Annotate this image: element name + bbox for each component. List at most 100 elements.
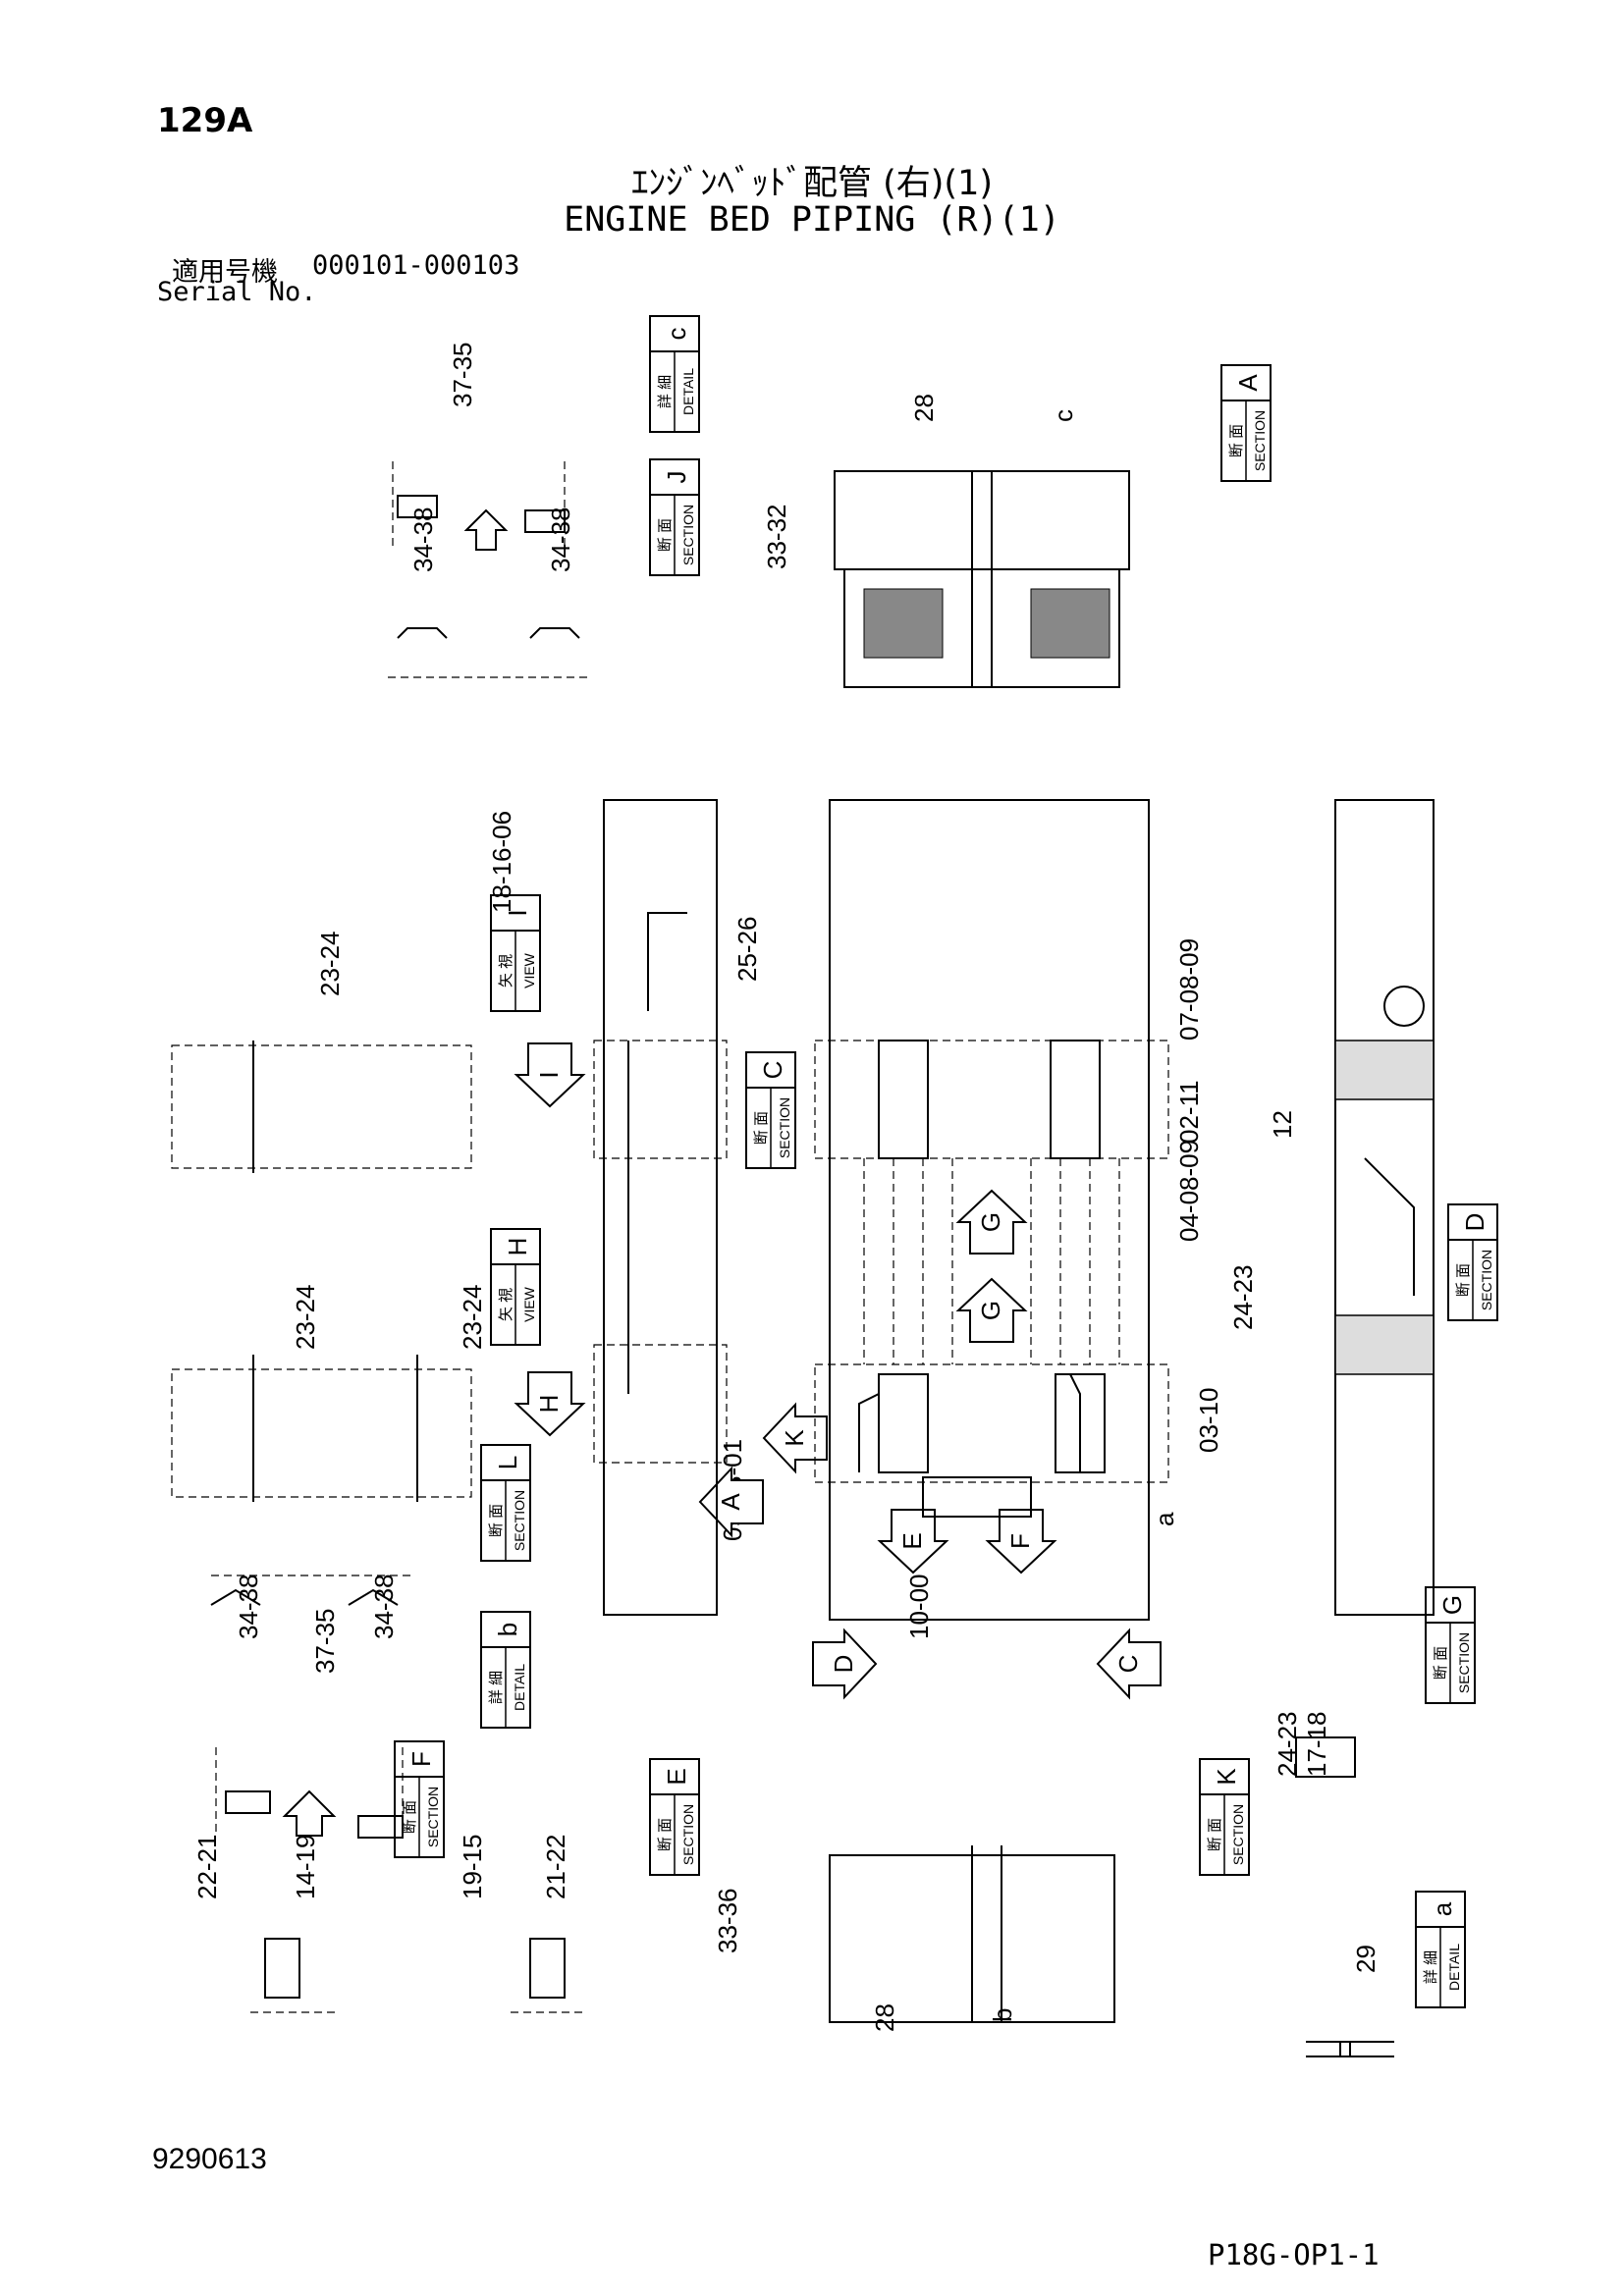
callout-number: 19-15	[458, 1835, 487, 1900]
view-label-jp: 断 面	[1455, 1263, 1472, 1297]
view-label-en: SECTION	[777, 1097, 792, 1158]
view-label-jp: 断 面	[402, 1800, 418, 1834]
callout-number: 28	[870, 2003, 899, 2032]
view-label-en: VIEW	[521, 1286, 537, 1322]
direction-arrow-a: A	[698, 1466, 764, 1538]
direction-arrow-f: F	[985, 1509, 1057, 1575]
view-label-letter: K	[1212, 1768, 1241, 1786]
view-label-en: DETAIL	[1446, 1944, 1462, 1991]
view-label-en: SECTION	[1230, 1804, 1246, 1865]
callout-number: 07-08-09	[1174, 938, 1204, 1041]
direction-arrow-d: D	[812, 1628, 878, 1700]
view-label-en: VIEW	[521, 952, 537, 988]
callout-number: 24-23	[1272, 1712, 1302, 1778]
view-label-letter: D	[1460, 1213, 1489, 1232]
view-label-letter: J	[662, 471, 691, 484]
callout-number: c	[1049, 409, 1078, 422]
callout-number: 34-38	[234, 1575, 263, 1640]
callout-number: 17-18	[1302, 1712, 1331, 1778]
callout-number: 10-00	[904, 1575, 934, 1640]
arrow-letter: E	[897, 1532, 927, 1549]
arrow-letter: G	[976, 1301, 1005, 1320]
view-label-view-H: 矢 視 VIEW H	[490, 1228, 541, 1346]
view-label-section-D: 断 面 SECTION D	[1447, 1203, 1498, 1321]
callout-number: 02-11	[1174, 1080, 1204, 1144]
view-label-letter: a	[1428, 1901, 1457, 1916]
callout-number: 37-35	[310, 1609, 340, 1675]
view-label-letter: G	[1437, 1595, 1467, 1615]
view-label-detail-a: 詳 細 DETAIL a	[1415, 1891, 1466, 2008]
direction-arrow-g: G	[955, 1277, 1028, 1343]
view-label-en: SECTION	[680, 505, 696, 565]
view-label-section-K: 断 面 SECTION K	[1199, 1758, 1250, 1876]
view-label-section-A: 断 面 SECTION A	[1220, 364, 1272, 482]
callout-number: 28	[909, 394, 939, 422]
page-number: 129A	[157, 101, 253, 140]
callout-number: 21-22	[541, 1835, 570, 1900]
view-label-letter: A	[1233, 374, 1263, 392]
view-label-jp: 詳 細	[488, 1671, 505, 1704]
callout-number: 22-21	[192, 1835, 222, 1900]
view-label-letter: c	[662, 328, 691, 341]
view-label-view-I: 矢 視 VIEW I	[490, 894, 541, 1012]
page-title: ENGINE BED PIPING (R)(1)	[564, 200, 1060, 240]
arrow-letter: H	[534, 1395, 564, 1414]
view-label-jp: 断 面	[1433, 1646, 1449, 1680]
view-label-letter: L	[493, 1456, 522, 1469]
view-label-jp: 断 面	[1228, 424, 1245, 457]
view-label-jp: 断 面	[1207, 1818, 1223, 1851]
view-label-jp: 断 面	[753, 1111, 770, 1145]
view-label-en: SECTION	[1252, 410, 1268, 471]
arrow-letter: C	[1113, 1655, 1143, 1674]
view-label-letter: E	[662, 1768, 691, 1785]
view-label-letter: F	[406, 1751, 436, 1767]
view-label-jp: 詳 細	[1423, 1950, 1439, 1984]
view-label-jp: 断 面	[657, 518, 674, 552]
view-label-section-J: 断 面 SECTION J	[649, 458, 700, 576]
callout-number: 34-38	[369, 1575, 399, 1640]
direction-arrow-k: K	[762, 1402, 828, 1474]
view-label-en: SECTION	[1456, 1632, 1472, 1693]
view-label-letter: b	[493, 1623, 522, 1636]
direction-arrow-i: I	[514, 1042, 586, 1108]
view-label-jp: 矢 視	[498, 954, 514, 988]
view-label-jp: 矢 視	[498, 1288, 514, 1321]
callout-number: 25-26	[732, 917, 762, 983]
callout-number: 14-19	[291, 1835, 320, 1900]
serial-label: Serial No.	[157, 277, 317, 307]
view-label-jp: 断 面	[488, 1504, 505, 1537]
callout-number: 04-08-09	[1174, 1140, 1204, 1242]
arrow-letter: D	[829, 1655, 858, 1674]
callout-number: 18-16-06	[487, 811, 516, 913]
arrow-letter: G	[976, 1212, 1005, 1232]
callout-number: 23-24	[458, 1285, 487, 1351]
direction-arrow-e: E	[877, 1509, 949, 1575]
callout-number: 33-32	[762, 505, 791, 570]
serial-label-japanese: 適用号機	[172, 257, 278, 288]
view-label-letter: I	[503, 909, 532, 916]
frame-line-art	[171, 461, 1435, 2057]
callout-number: 34-38	[546, 507, 575, 573]
callout-number: 23-24	[315, 932, 345, 997]
callout-number: 23-24	[291, 1285, 320, 1351]
view-label-jp: 詳 細	[657, 375, 674, 408]
document-number: 9290613	[152, 2143, 267, 2175]
direction-arrow-h: H	[514, 1371, 586, 1437]
view-label-en: SECTION	[680, 1804, 696, 1865]
view-label-section-F: 断 面 SECTION F	[394, 1740, 445, 1858]
direction-arrow-g: G	[955, 1189, 1028, 1255]
arrow-letter: K	[780, 1429, 809, 1447]
arrow-letter: I	[534, 1071, 564, 1078]
view-label-en: SECTION	[425, 1787, 441, 1847]
view-label-en: SECTION	[1479, 1250, 1494, 1310]
view-label-letter: H	[503, 1238, 532, 1256]
arrow-letter: F	[1005, 1533, 1035, 1549]
view-label-en: DETAIL	[680, 368, 696, 415]
callout-number: a	[1150, 1512, 1179, 1526]
